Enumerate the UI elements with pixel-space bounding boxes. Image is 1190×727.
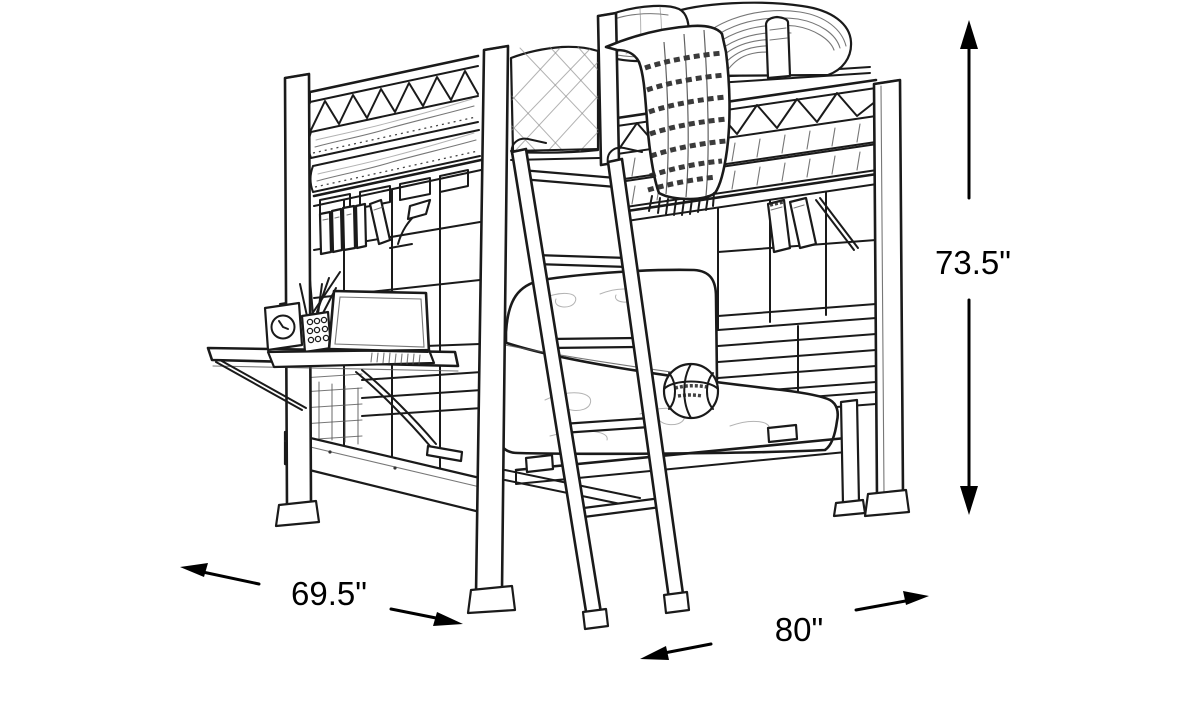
bed-frame-left <box>307 54 483 217</box>
ladder-rung <box>533 253 630 269</box>
up-left-arrow-icon <box>180 563 208 577</box>
bookshelf-right <box>717 191 877 331</box>
books-left <box>318 198 392 256</box>
laptop-screen <box>327 289 431 354</box>
dimension-depth: 69.5" <box>180 563 463 626</box>
width-arrow-right-shaft <box>854 598 913 612</box>
depth-arrow-left-shaft <box>196 569 261 586</box>
duvet-strap <box>764 15 792 80</box>
post-center-front <box>596 11 621 167</box>
post-front-left <box>466 44 517 615</box>
ladder-foot <box>581 607 610 631</box>
futon-right-leg <box>839 398 861 507</box>
up-right-arrow-icon <box>903 591 929 605</box>
dimension-width: 80" <box>640 591 929 660</box>
laptop <box>266 289 436 369</box>
up-arrow-icon <box>960 20 978 49</box>
post-front-right <box>832 78 911 518</box>
depth-label: 69.5" <box>291 575 367 612</box>
ladder-rung <box>519 168 618 189</box>
draped-blanket <box>604 24 731 216</box>
pens <box>299 279 337 317</box>
basketball <box>662 362 720 420</box>
swing-arm-foot <box>425 444 464 463</box>
width-label: 80" <box>775 611 823 648</box>
ladder <box>510 137 691 631</box>
books-right <box>766 196 818 254</box>
blanket-fringe <box>648 192 715 216</box>
desk-strut <box>215 359 307 411</box>
pencil <box>311 271 341 315</box>
ladder-rung <box>574 496 663 520</box>
pencil-cup <box>299 271 341 354</box>
desk-swing-arm <box>355 369 437 447</box>
diagonal-brace <box>815 197 859 251</box>
alarm-clock <box>263 301 304 352</box>
truss-zigzag-left <box>310 70 479 131</box>
desk-lamp <box>389 198 432 249</box>
down-arrow-icon <box>960 486 978 515</box>
down-left-arrow-icon <box>640 646 669 660</box>
ladder-foot <box>662 590 691 615</box>
ladder-rung <box>546 336 641 350</box>
height-label: 73.5" <box>935 244 1011 281</box>
width-arrow-left-shaft <box>657 642 713 656</box>
down-right-arrow-icon <box>433 612 463 626</box>
ladder-hooks <box>510 137 643 164</box>
dimension-height: 73.5" <box>935 20 1011 515</box>
